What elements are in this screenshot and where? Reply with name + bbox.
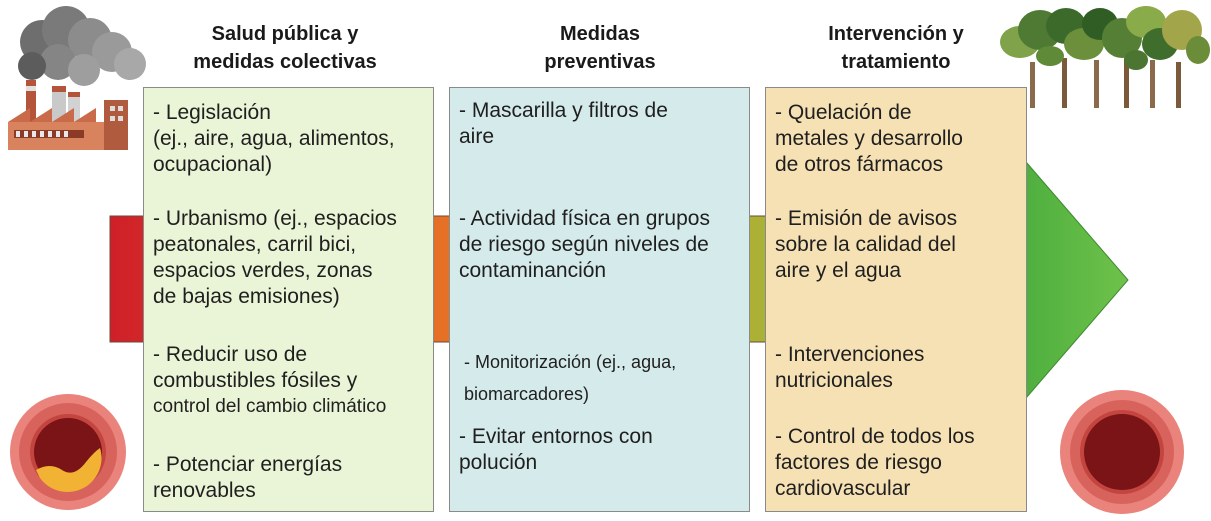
clogged-artery-icon bbox=[10, 394, 126, 510]
column-header-preventive: Medidas preventivas bbox=[544, 23, 656, 73]
list-item: - Actividad física en grupos de riesgo s… bbox=[459, 207, 710, 282]
list-item: - Intervenciones nutricionales bbox=[775, 343, 925, 392]
list-item: - Reducir uso de combustibles fósiles y … bbox=[153, 343, 387, 417]
list-item: - Mascarilla y filtros de aire bbox=[459, 99, 668, 148]
column-header-public-health: Salud pública y medidas colectivas bbox=[193, 23, 377, 73]
list-item: - Urbanismo (ej., espacios peatonales, c… bbox=[153, 207, 397, 308]
column-header-treatment: Intervención y tratamiento bbox=[828, 23, 964, 73]
list-item: - Emisión de avisos sobre la calidad del… bbox=[775, 207, 958, 282]
healthy-artery-icon bbox=[1060, 390, 1184, 514]
treatment-box: - Quelación de metales y desarrollo de o… bbox=[765, 87, 1027, 512]
list-item: - Quelación de metales y desarrollo de o… bbox=[775, 101, 963, 176]
factory-icon bbox=[8, 6, 146, 150]
public-health-box: - Legislación (ej., aire, agua, alimento… bbox=[143, 87, 434, 512]
list-item: - Evitar entornos con polución bbox=[459, 425, 653, 474]
list-item: - Legislación (ej., aire, agua, alimento… bbox=[153, 101, 395, 176]
preventive-measures-box: - Mascarilla y filtros de aire - Activid… bbox=[449, 87, 750, 512]
list-item: - Potenciar energías renovables bbox=[153, 453, 343, 502]
list-item: - Control de todos los factores de riesg… bbox=[775, 425, 975, 500]
trees-icon bbox=[1000, 6, 1210, 108]
list-item: - Monitorización (ej., agua, biomarcador… bbox=[464, 352, 677, 404]
